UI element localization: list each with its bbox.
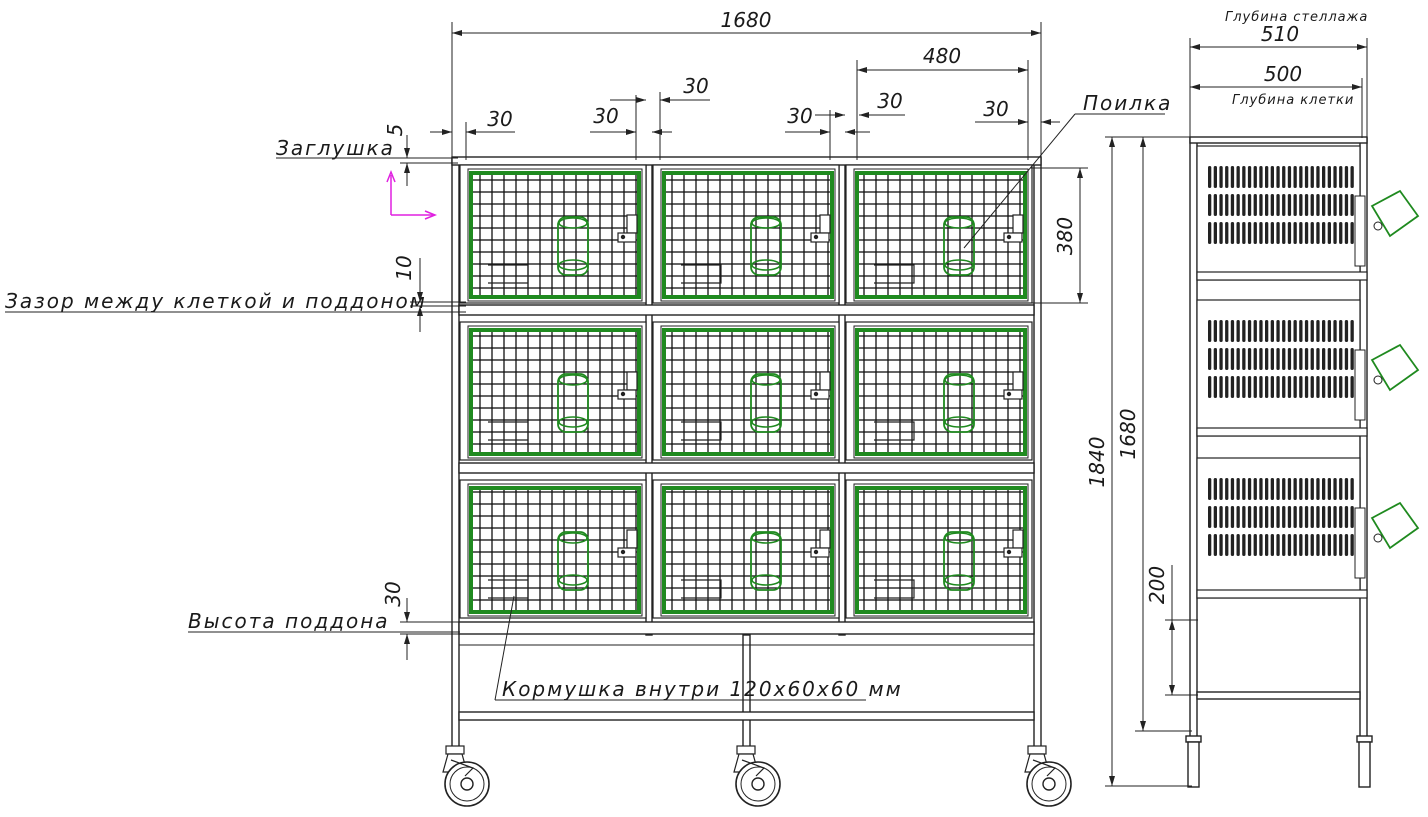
cage-1-1: [459, 164, 647, 304]
side-left-post: [1189, 137, 1198, 739]
wheel-2: [733, 745, 781, 807]
side-panel-3: [1196, 457, 1420, 599]
tray-rail-2: [458, 462, 1035, 474]
wheel-1: [442, 745, 490, 807]
dim-post-30-c: 30: [683, 74, 708, 98]
right-post: [1033, 157, 1042, 749]
label-drinker: Поилка: [1083, 91, 1172, 115]
cage-1-2: [652, 164, 840, 304]
cage-2-2: [652, 321, 840, 461]
middle-post-2: [838, 159, 846, 636]
dim-frame-height: 1680: [1116, 409, 1140, 460]
cage-grid: [459, 164, 1033, 619]
dim-plug-5: 5: [383, 124, 407, 137]
front-view: [442, 156, 1072, 807]
middle-post-1: [645, 159, 653, 636]
label-gap-cage-tray: Зазор между клеткой и поддоном: [5, 289, 427, 313]
dim-total-width: 1680: [721, 8, 772, 32]
side-panel-2: [1196, 299, 1420, 437]
label-feeder: Кормушка внутри 120x60x60 мм: [502, 677, 903, 701]
dim-overall-height: 1840: [1085, 437, 1109, 488]
axis-marker: [386, 169, 438, 220]
dim-section-width: 480: [923, 44, 961, 68]
side-bottom-rail: [1196, 691, 1361, 700]
label-rack-depth: Глубина стеллажа: [1225, 10, 1368, 25]
bottom-rail: [458, 711, 1035, 721]
side-view: [1185, 136, 1420, 788]
cage-1-3: [845, 164, 1033, 304]
dim-post-30-d: 30: [787, 104, 812, 128]
top-rail: [451, 156, 1042, 166]
dim-post-30-e: 30: [877, 89, 902, 113]
label-plug: Заглушка: [276, 136, 395, 160]
cage-2-1: [459, 321, 647, 461]
dim-post-30-b: 30: [593, 104, 618, 128]
cage-3-3: [845, 479, 1033, 619]
dim-bottom-clearance: 200: [1145, 566, 1169, 604]
tray-rail-3: [458, 621, 1035, 635]
side-top-rail: [1189, 136, 1368, 144]
dim-cage-height: 380: [1053, 217, 1077, 255]
dim-post-30-a: 30: [487, 107, 512, 131]
dim-cage-depth: 500: [1264, 62, 1302, 86]
dim-rack-depth: 510: [1261, 22, 1299, 46]
tray-rail-1: [458, 304, 1035, 316]
left-post: [451, 157, 460, 749]
dim-tray-30: 30: [381, 581, 405, 606]
side-panel-1: [1196, 145, 1420, 281]
annotations: Заглушка Зазор между клеткой и поддоном …: [5, 10, 1368, 701]
cage-3-1: [459, 479, 647, 619]
wheels: [442, 745, 1072, 807]
label-cage-depth: Глубина клетки: [1232, 93, 1354, 108]
wheel-3: [1024, 745, 1072, 807]
dim-post-30-f: 30: [983, 97, 1008, 121]
side-cage-panels: [1196, 145, 1420, 599]
cage-3-2: [652, 479, 840, 619]
cage-2-3: [845, 321, 1033, 461]
dim-gap-10: 10: [392, 255, 416, 280]
label-tray-height: Высота поддона: [188, 609, 390, 633]
dimension-lines: 1680 480 30 30 30 30 30 30 5: [381, 8, 1368, 787]
